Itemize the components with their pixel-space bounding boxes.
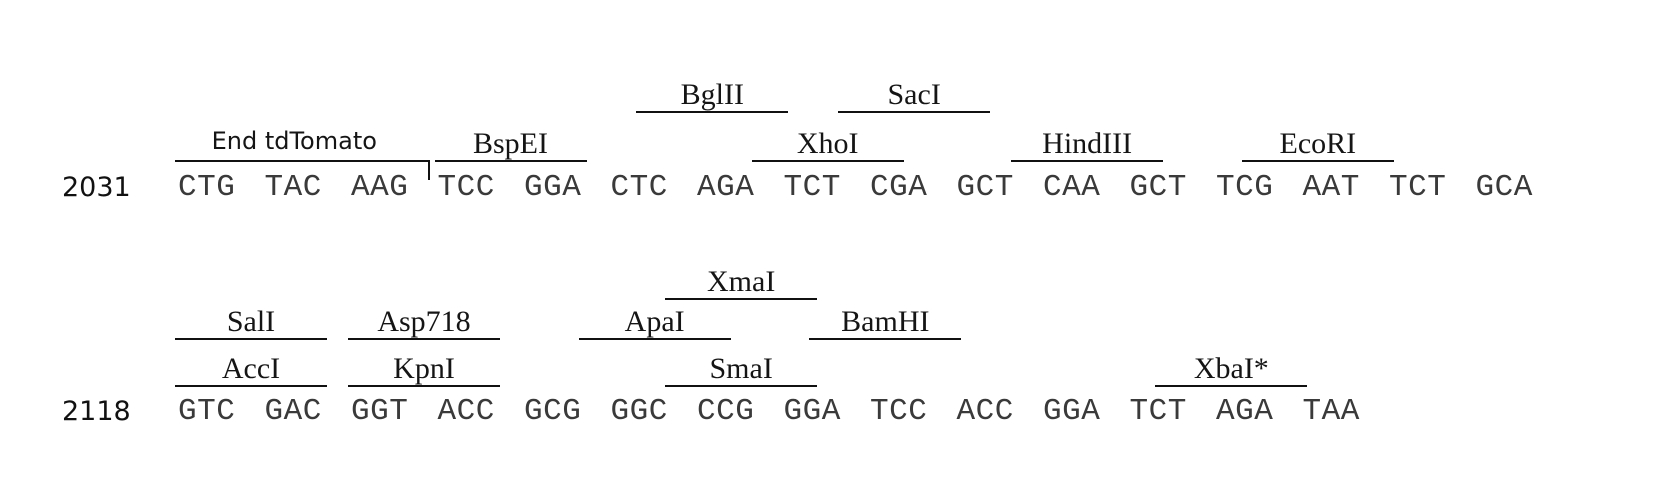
site-bracket bbox=[665, 385, 818, 387]
site-bracket bbox=[838, 111, 991, 113]
site-label: HindIII bbox=[1042, 127, 1133, 160]
codon: GGT bbox=[351, 394, 409, 429]
site-label: ApaI bbox=[624, 305, 685, 338]
site-label: BglII bbox=[680, 78, 744, 111]
codon: AGA bbox=[697, 170, 755, 205]
codon: TCT bbox=[1129, 394, 1187, 429]
codon: GCG bbox=[524, 394, 582, 429]
codon: TCT bbox=[1389, 170, 1447, 205]
site-label: XbaI* bbox=[1193, 352, 1269, 385]
site-bracket bbox=[636, 111, 789, 113]
codon: AAG bbox=[351, 170, 409, 205]
codon: TCT bbox=[783, 170, 841, 205]
codon: TAA bbox=[1302, 394, 1360, 429]
codon: TCC bbox=[870, 394, 928, 429]
site-bracket bbox=[348, 338, 500, 340]
site-end-tick bbox=[427, 160, 430, 180]
codon: GGC bbox=[610, 394, 668, 429]
codon: GGA bbox=[1043, 394, 1101, 429]
codon: CTG bbox=[178, 170, 236, 205]
codon: GGA bbox=[783, 394, 841, 429]
site-bracket bbox=[175, 385, 327, 387]
codon: GCA bbox=[1475, 170, 1533, 205]
site-label: EcoRI bbox=[1279, 127, 1357, 160]
site-label: XmaI bbox=[707, 265, 776, 298]
site-label: AccI bbox=[221, 352, 281, 385]
site-bracket bbox=[348, 385, 500, 387]
codon: GTC bbox=[178, 394, 236, 429]
site-label: BspEI bbox=[473, 127, 548, 160]
site-bracket bbox=[1155, 385, 1308, 387]
codon: TCG bbox=[1216, 170, 1274, 205]
codon: GCT bbox=[1129, 170, 1187, 205]
codon: AAT bbox=[1302, 170, 1360, 205]
codon: TAC bbox=[264, 170, 322, 205]
site-label: BamHI bbox=[841, 305, 930, 338]
site-bracket bbox=[1241, 160, 1394, 162]
site-label: KpnI bbox=[393, 352, 455, 385]
site-bracket bbox=[665, 298, 818, 300]
codon: AGA bbox=[1216, 394, 1274, 429]
site-bracket bbox=[175, 160, 430, 162]
site-label: Asp718 bbox=[377, 305, 471, 338]
codon: GCT bbox=[956, 170, 1014, 205]
codon: ACC bbox=[437, 394, 495, 429]
codon: CCG bbox=[697, 394, 755, 429]
site-label: SmaI bbox=[709, 352, 773, 385]
site-label: End tdTomato bbox=[211, 127, 377, 155]
site-bracket bbox=[751, 160, 904, 162]
site-bracket bbox=[809, 338, 962, 340]
site-bracket bbox=[434, 160, 587, 162]
site-bracket bbox=[578, 338, 731, 340]
codon: ACC bbox=[956, 394, 1014, 429]
codon: CAA bbox=[1043, 170, 1101, 205]
codon: GGA bbox=[524, 170, 582, 205]
codon: GAC bbox=[264, 394, 322, 429]
sequence-position: 2118 bbox=[62, 396, 131, 427]
site-label: XhoI bbox=[796, 127, 859, 160]
codon: CGA bbox=[870, 170, 928, 205]
codon: CTC bbox=[610, 170, 668, 205]
site-label: SacI bbox=[887, 78, 941, 111]
site-bracket bbox=[1011, 160, 1164, 162]
site-label: SalI bbox=[226, 305, 276, 338]
sequence-position: 2031 bbox=[62, 172, 131, 203]
site-bracket bbox=[175, 338, 327, 340]
codon: TCC bbox=[437, 170, 495, 205]
